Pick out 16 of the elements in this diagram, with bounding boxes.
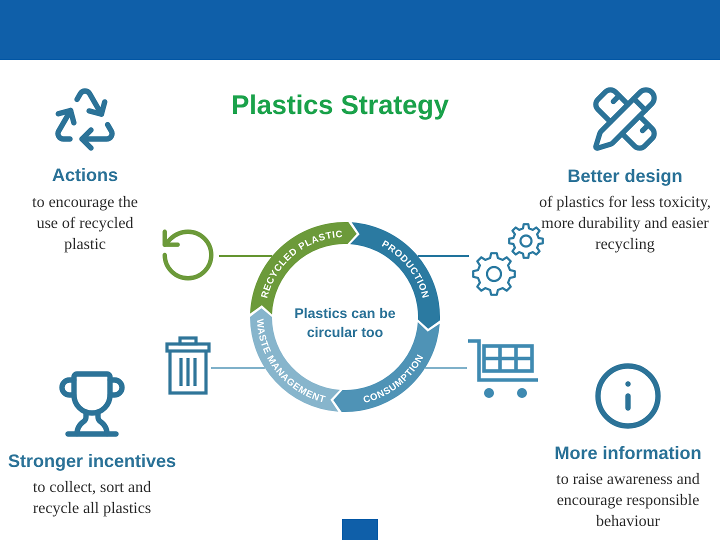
- item-heading: Actions: [52, 164, 118, 186]
- item-description: to collect, sort and recycle all plastics: [32, 478, 152, 519]
- connector-line: [418, 255, 469, 257]
- item-heading: Better design: [567, 165, 683, 187]
- trash-can-icon: [165, 336, 211, 396]
- connector-line: [425, 367, 467, 369]
- item-description: of plastics for less toxicity, more durability and easier recycling: [538, 193, 712, 255]
- connector-line: [219, 255, 272, 257]
- shopping-cart-icon: [467, 337, 539, 401]
- item-description: to encourage the use of recycled plastic: [31, 193, 139, 255]
- center-caption: Plastics can be circular too: [293, 304, 397, 342]
- item-description: to raise awareness and encourage responsible behaviour: [555, 470, 701, 532]
- diagram-title: Plastics Strategy: [230, 89, 450, 121]
- item-heading: More information: [554, 442, 702, 464]
- item-heading: Stronger incentives: [8, 450, 176, 472]
- connector-line: [211, 367, 265, 369]
